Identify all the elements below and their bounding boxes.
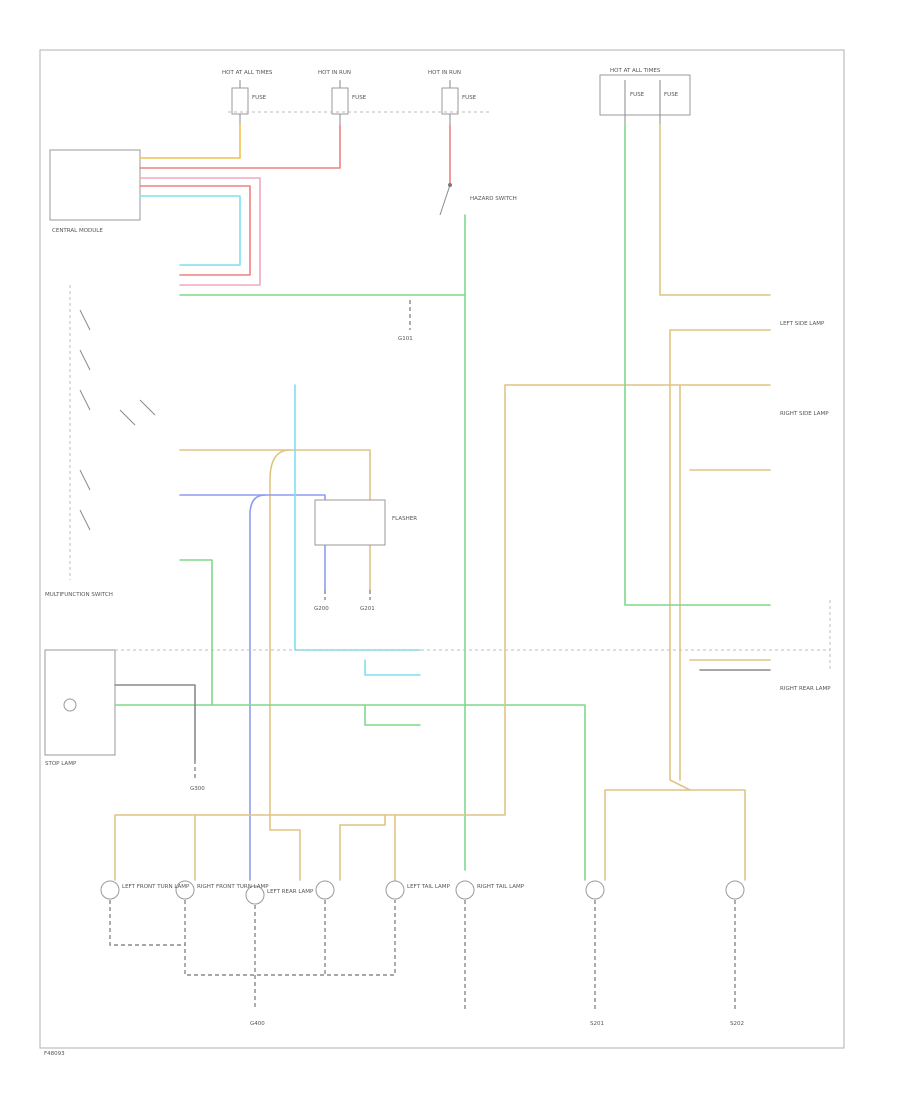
right-lamp-label-3: RIGHT REAR LAMP bbox=[780, 686, 831, 692]
wire-blue-center bbox=[179, 494, 326, 591]
lower-left-component: STOP LAMP bbox=[44, 649, 116, 767]
lamp-3 bbox=[245, 885, 265, 905]
wire-cyan-module bbox=[139, 195, 241, 266]
ground-label-1: G101 bbox=[398, 336, 413, 342]
wire-tan-right-bottom-2 bbox=[604, 789, 691, 881]
wire-tan-bus bbox=[114, 384, 506, 881]
wire-red-fuse2 bbox=[139, 124, 341, 169]
wire-pink-module bbox=[139, 177, 261, 286]
diagram-frame bbox=[39, 49, 845, 1049]
ground-label-3: G201 bbox=[360, 606, 375, 612]
splice-label-2: S202 bbox=[730, 1021, 744, 1027]
flasher: FLASHER bbox=[314, 499, 417, 546]
lamp-row: LEFT FRONT TURN LAMP RIGHT FRONT TURN LA… bbox=[100, 880, 745, 905]
wire-green-branch bbox=[364, 704, 421, 726]
lamp-5 bbox=[385, 880, 405, 900]
wire-green-right bbox=[624, 124, 771, 606]
fuse-label-1: HOT AT ALL TIMES bbox=[222, 70, 273, 76]
wire-orange-fuse1 bbox=[139, 124, 241, 159]
fuse-tag-4: FUSE bbox=[630, 92, 645, 98]
fuse-label-4: HOT AT ALL TIMES bbox=[610, 68, 661, 74]
lamp-1 bbox=[100, 880, 120, 900]
fuse-group-4: HOT AT ALL TIMES FUSE FUSE bbox=[599, 68, 691, 125]
footer-code: F48093 bbox=[44, 1051, 65, 1057]
lamp-label-5: RIGHT TAIL LAMP bbox=[477, 884, 525, 890]
hazard-switch: HAZARD SWITCH bbox=[439, 183, 517, 216]
lamp-2 bbox=[175, 880, 195, 900]
fuse-tag-1: FUSE bbox=[252, 95, 267, 101]
flasher-label: FLASHER bbox=[392, 516, 417, 522]
lamp-label-2: RIGHT FRONT TURN LAMP bbox=[197, 884, 269, 890]
wire-green-lower bbox=[114, 704, 586, 881]
lower-left-label: STOP LAMP bbox=[45, 761, 77, 767]
fuse-label-2: HOT IN RUN bbox=[318, 70, 351, 76]
wire-tan-bus-4 bbox=[339, 814, 386, 826]
wire-gray-lower bbox=[114, 684, 196, 761]
right-lamp-label-1: LEFT SIDE LAMP bbox=[780, 321, 825, 327]
center-ground-group: G200 G201 bbox=[314, 590, 375, 612]
wire-cyan-branch bbox=[364, 659, 421, 676]
fuse-label-3: HOT IN RUN bbox=[428, 70, 461, 76]
wire-blue-down bbox=[249, 494, 266, 881]
lamp-4 bbox=[315, 880, 335, 900]
wire-red-module bbox=[139, 185, 251, 276]
multifunction-switch-label: MULTIFUNCTION SWITCH bbox=[45, 592, 113, 598]
wire-tan-center-2 bbox=[269, 449, 301, 881]
ground-label-5: G400 bbox=[250, 1021, 265, 1027]
lamp-7 bbox=[585, 880, 605, 900]
lamp-label-1: LEFT FRONT TURN LAMP bbox=[122, 884, 190, 890]
right-lamp-label-2: RIGHT SIDE LAMP bbox=[780, 411, 829, 417]
ground-bus bbox=[109, 900, 736, 1010]
wire-tan-loop bbox=[669, 329, 691, 791]
central-module: CENTRAL MODULE bbox=[49, 149, 141, 234]
wire-tan-right-bottom bbox=[689, 789, 746, 881]
fuse-tag-3: FUSE bbox=[462, 95, 477, 101]
lamp-8 bbox=[725, 880, 745, 900]
multifunction-switch: MULTIFUNCTION SWITCH bbox=[45, 285, 156, 598]
fuse-group-3: HOT IN RUN FUSE bbox=[428, 70, 477, 125]
wire-green-lower-2 bbox=[179, 559, 213, 706]
wire-tan-right-1 bbox=[659, 124, 771, 296]
lamp-6 bbox=[455, 880, 475, 900]
fuse-tag-2: FUSE bbox=[352, 95, 367, 101]
ground-label-4: G300 bbox=[190, 786, 205, 792]
ground-label-2: G200 bbox=[314, 606, 329, 612]
hazard-switch-label: HAZARD SWITCH bbox=[470, 196, 517, 202]
lamp-label-4: LEFT TAIL LAMP bbox=[407, 884, 451, 890]
fuse-tag-5: FUSE bbox=[664, 92, 679, 98]
fuse-group-2: HOT IN RUN FUSE bbox=[318, 70, 367, 125]
module-label: CENTRAL MODULE bbox=[52, 228, 103, 234]
splice-label-1: S201 bbox=[590, 1021, 604, 1027]
lamp-label-3: LEFT REAR LAMP bbox=[267, 889, 314, 895]
fuse-group-1: HOT AT ALL TIMES FUSE bbox=[222, 70, 273, 125]
